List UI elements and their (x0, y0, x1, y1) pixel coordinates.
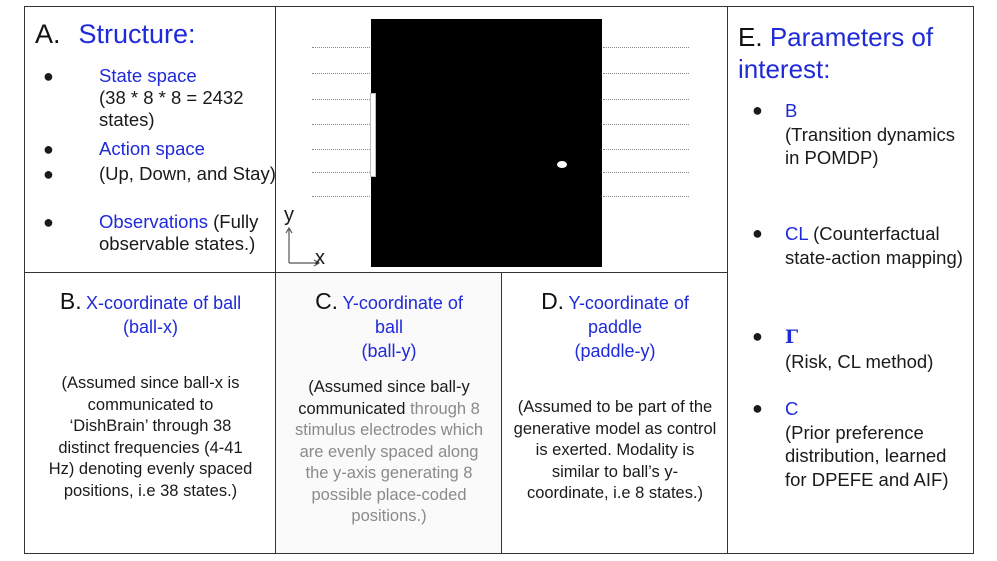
electrode-line-right (603, 196, 689, 197)
electrode-line-right (603, 47, 689, 48)
ball-y-description: (Assumed since ball-y communicated throu… (276, 377, 502, 528)
ball-x-title: X-coordinate of ball (86, 293, 242, 313)
state-space-detail: (38 * 8 * 8 = 2432 states) (99, 87, 244, 130)
ball-x-description: (Assumed since ball-x is communicated to… (48, 374, 253, 500)
state-space-term: State space (99, 65, 197, 86)
param-b-symbol: B (785, 100, 798, 121)
paddle-y-description: (Assumed to be part of the generative mo… (513, 398, 717, 502)
param-c-detail: (Prior preference distribution, learned … (785, 421, 949, 490)
ball-x-subtitle: (ball-x) (122, 317, 178, 337)
parameters-title: Parameters of interest: (738, 22, 934, 84)
ball (557, 161, 567, 168)
electrode-line-left (312, 99, 370, 100)
paddle-y-title-line2: paddle (587, 317, 643, 337)
electrode-line-left (312, 149, 370, 150)
ball-x-letter: B. (59, 288, 82, 314)
ball-y-desc-main: (Assumed since ball-y communicated (298, 378, 470, 418)
electrode-line-right (603, 124, 689, 125)
observations-detail: (Fully observable states.) (99, 211, 259, 254)
parameters-letter: E. (738, 22, 763, 52)
ball-y-desc-grey: through 8 stimulus electrodes which are … (295, 399, 483, 526)
structure-title: Structure: (78, 19, 196, 49)
electrode-line-right (603, 99, 689, 100)
param-c-symbol: C (785, 398, 799, 419)
x-axis-label: x (315, 247, 325, 269)
parameters-heading: E. Parameters of interest: (738, 21, 968, 85)
ball-y-title-line2: ball (374, 317, 404, 337)
observations-term: Observations (99, 211, 208, 232)
electrode-line-left (312, 47, 370, 48)
electrode-line-left (312, 73, 370, 74)
paddle-y-letter: D. (541, 288, 565, 314)
ball-y-panel: C. Y-coordinate of ball (ball-y) (Assume… (275, 272, 503, 554)
y-axis-label: y (284, 204, 294, 226)
paddle (370, 93, 376, 177)
param-cl-symbol: CL (785, 223, 808, 244)
parameters-panel: E. Parameters of interest: ● B (Transiti… (727, 6, 974, 554)
electrode-line-left (312, 172, 370, 173)
structure-heading: A. Structure: (35, 19, 196, 50)
paddle-y-title: Y-coordinate of (568, 293, 689, 313)
param-gamma-symbol: Γ (785, 327, 799, 348)
game-screen (371, 19, 602, 267)
paddle-y-panel: D. Y-coordinate of paddle (paddle-y) (As… (501, 272, 729, 554)
action-space-term: Action space (99, 138, 205, 159)
electrode-line-right (603, 73, 689, 74)
electrode-line-left (312, 196, 370, 197)
ball-x-panel: B. X-coordinate of ball (ball-x) (Assume… (24, 272, 277, 554)
ball-y-title: Y-coordinate of (342, 293, 463, 313)
structure-letter: A. (35, 19, 61, 49)
ball-y-heading: C. Y-coordinate of (276, 289, 502, 317)
param-gamma-detail: (Risk, CL method) (785, 350, 934, 372)
ball-x-heading: B. X-coordinate of ball (25, 289, 276, 317)
electrode-line-right (603, 172, 689, 173)
pong-game-panel: y x (275, 6, 729, 274)
axis-arrows-icon (285, 226, 321, 267)
ball-y-subtitle: (ball-y) (361, 341, 417, 361)
electrode-line-left (312, 124, 370, 125)
paddle-y-subtitle: (paddle-y) (574, 341, 656, 361)
actions-detail: (Up, Down, and Stay) (99, 163, 276, 184)
param-b-detail: (Transition dynamics in POMDP) (785, 123, 955, 169)
structure-panel: A.Structure: ● State space (38 * 8 * 8 =… (24, 6, 277, 274)
paddle-y-heading: D. Y-coordinate of (502, 289, 728, 317)
param-cl-detail: (Counterfactual state-action mapping) (785, 223, 963, 268)
electrode-line-right (603, 149, 689, 150)
ball-y-letter: C. (315, 288, 339, 314)
